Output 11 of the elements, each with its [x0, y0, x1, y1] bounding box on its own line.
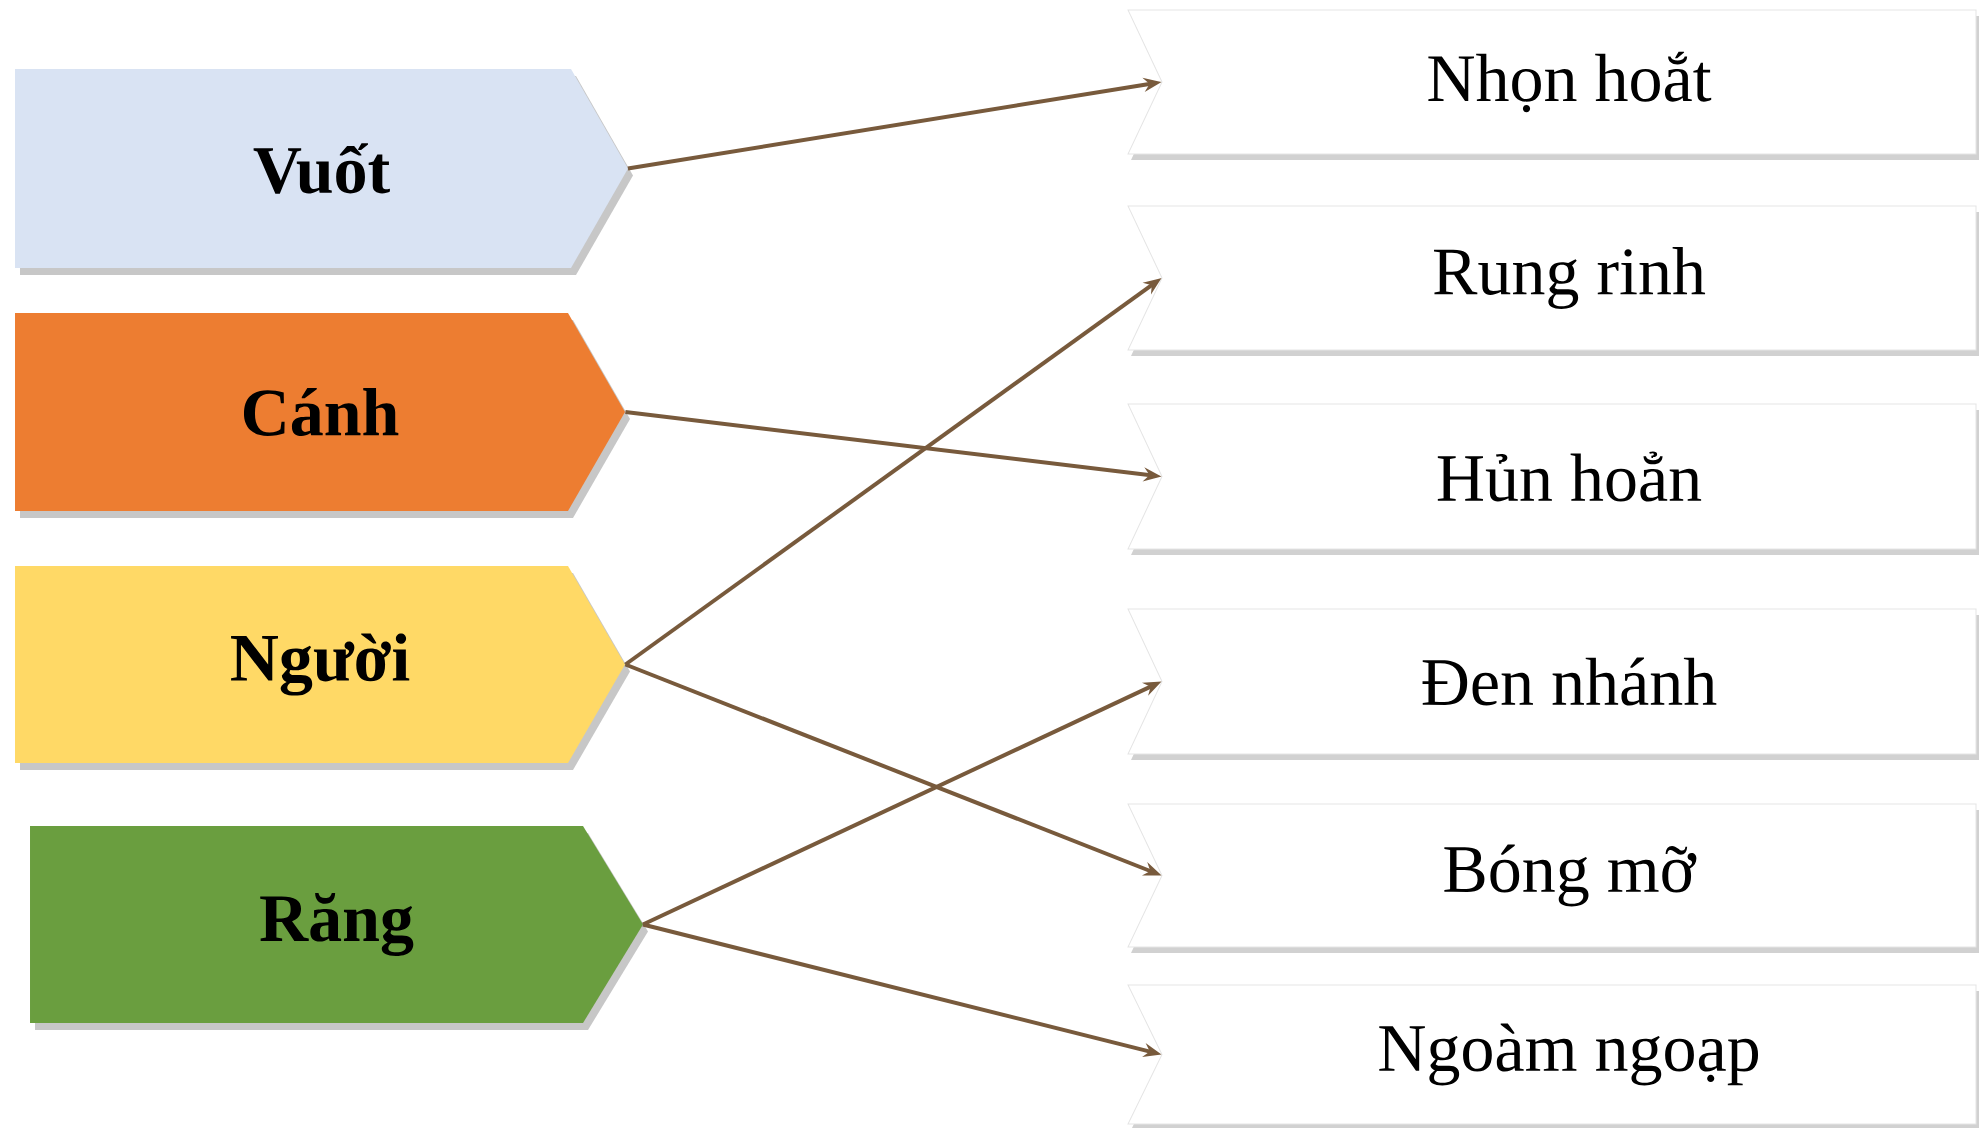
node-label: Nhọn hoắt	[1428, 51, 1712, 113]
arrow-box: Răng	[30, 826, 648, 1030]
arrow-box: Vuốt	[15, 69, 633, 275]
text-box: Ngoàm ngoạp	[1127, 984, 1979, 1128]
text-box: Bóng mỡ	[1127, 803, 1979, 953]
text-box: Hủn hoẳn	[1127, 403, 1979, 555]
text-box: Rung rinh	[1127, 205, 1979, 356]
text-box: Nhọn hoắt	[1127, 9, 1979, 160]
arrow-box: Cánh	[15, 313, 630, 518]
text-box: Đen nhánh	[1127, 608, 1979, 760]
arrow-box: Người	[15, 566, 630, 770]
